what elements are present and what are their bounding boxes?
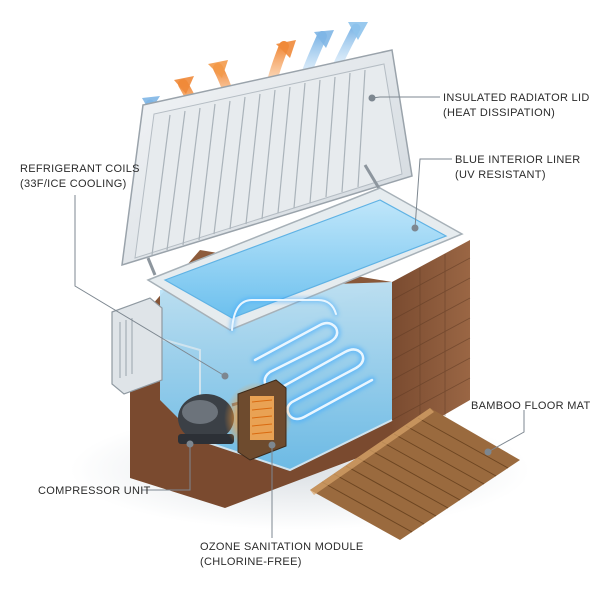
- label-blue-interior-liner: BLUE INTERIOR LINER (UV RESISTANT): [455, 153, 581, 183]
- label-bamboo-floor-mat: BAMBOO FLOOR MAT: [471, 399, 591, 414]
- label-compressor-unit: COMPRESSOR UNIT: [38, 484, 151, 499]
- label-liner-line2: (UV RESISTANT): [455, 168, 581, 183]
- label-ozone-sanitation-module: OZONE SANITATION MODULE (CHLORINE-FREE): [200, 540, 364, 570]
- label-lid-line1: INSULATED RADIATOR LID: [443, 91, 590, 106]
- label-refrigerant-coils: REFRIGERANT COILS (33F/ICE COOLING): [20, 162, 140, 192]
- label-ozone-line2: (CHLORINE-FREE): [200, 555, 364, 570]
- label-coils-line1: REFRIGERANT COILS: [20, 162, 140, 177]
- label-insulated-radiator-lid: INSULATED RADIATOR LID (HEAT DISSIPATION…: [443, 91, 590, 121]
- label-compressor-line1: COMPRESSOR UNIT: [38, 484, 151, 499]
- label-ozone-line1: OZONE SANITATION MODULE: [200, 540, 364, 555]
- label-lid-line2: (HEAT DISSIPATION): [443, 106, 590, 121]
- label-coils-line2: (33F/ICE COOLING): [20, 177, 140, 192]
- label-mat-line1: BAMBOO FLOOR MAT: [471, 399, 591, 414]
- label-liner-line1: BLUE INTERIOR LINER: [455, 153, 581, 168]
